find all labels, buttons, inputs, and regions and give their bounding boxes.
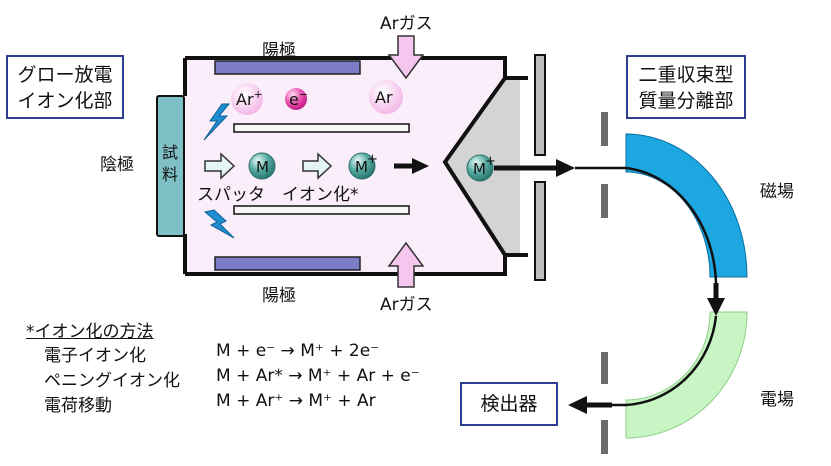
anode-top-label: 陽極 [262,41,296,61]
ar-gas-arrow-bottom-icon [387,241,425,288]
sample-block [156,95,185,237]
sample-label-1: 試 [162,143,178,162]
m-ion-cone-particle [466,154,494,182]
ionize-arrow-icon [302,152,333,180]
electron-label: e− [289,88,308,109]
method-row-3-name: 電荷移動 [44,396,112,416]
ar-particle [369,80,403,114]
anode-bottom-label: 陽極 [262,286,296,306]
chamber-wall-top [185,56,507,78]
electric-sector [625,311,748,439]
ar-label: Ar [375,88,393,107]
m-ion-cone-label: M+ [473,154,496,178]
ion-trajectory-magnetic [575,166,718,284]
ar-gas-arrow-top-icon [387,35,425,80]
ar-gas-bottom-label: Arガス [380,295,433,315]
cone-edge [442,76,507,257]
m-ion-particle [348,152,376,180]
ion-trajectory-electric [590,315,718,407]
sputter-arrow-icon [204,152,236,180]
chamber-wall-bottom [185,255,507,276]
mass-analyzer-box: 二重収束型 質量分離部 [626,55,746,119]
slit-1-top [601,112,608,146]
electron-particle [285,88,307,110]
ar-gas-top-label: Arガス [380,14,433,34]
glow-discharge-box: グロー放電 イオン化部 [6,55,124,119]
sputter-label: スパッタ [197,185,265,205]
cathode-label: 陰極 [100,155,134,175]
discharge-bolt-top-icon [203,103,231,141]
ion-beam-arrowhead-2-icon [707,298,725,316]
glow-box-line1: グロー放電 [17,64,113,86]
method-row-1-name: 電子イオン化 [44,346,146,366]
anode-bottom [214,256,361,271]
magnetic-field-label: 磁場 [760,182,794,202]
ionization-label: イオン化* [282,185,359,205]
exit-plate-bottom [534,181,546,281]
detector-box: 検出器 [460,382,558,426]
m-ion-label: M+ [355,152,378,176]
discharge-bolt-bottom-icon [203,209,235,239]
anode-top [214,60,361,75]
m-atom-label: M [256,158,269,176]
exit-plate-top [534,54,546,156]
sample-label-2: 料 [162,165,178,184]
ion-extract-arrowhead-icon [412,158,429,174]
guide-bar-bottom [233,205,410,215]
mass-box-line2: 質量分離部 [638,90,734,112]
ion-beam-arrowhead-1-icon [556,159,575,177]
detector-label: 検出器 [480,393,538,415]
methods-title: *イオン化の方法 [26,322,154,342]
slit-2-top [601,352,608,384]
method-row-2-eq: M + Ar* → M⁺ + Ar + e⁻ [216,366,420,386]
chamber-fill [185,58,505,274]
magnetic-sector [625,133,748,278]
slit-1-bottom [601,184,608,218]
m-atom-particle [248,152,276,180]
slit-2-bottom [601,420,608,454]
ar-ion-particle [231,83,263,115]
ar-ion-label: Ar+ [236,88,263,109]
mass-box-line1: 二重収束型 [638,64,734,86]
method-row-2-name: ペニングイオン化 [44,371,180,391]
guide-bar-top [233,123,410,133]
electric-field-label: 電場 [760,390,794,410]
detector-arrowhead-icon [568,396,587,414]
method-row-1-eq: M + e⁻ → M⁺ + 2e⁻ [216,341,380,361]
glow-box-line2: イオン化部 [17,90,113,112]
method-row-3-eq: M + Ar⁺ → M⁺ + Ar [216,391,376,411]
